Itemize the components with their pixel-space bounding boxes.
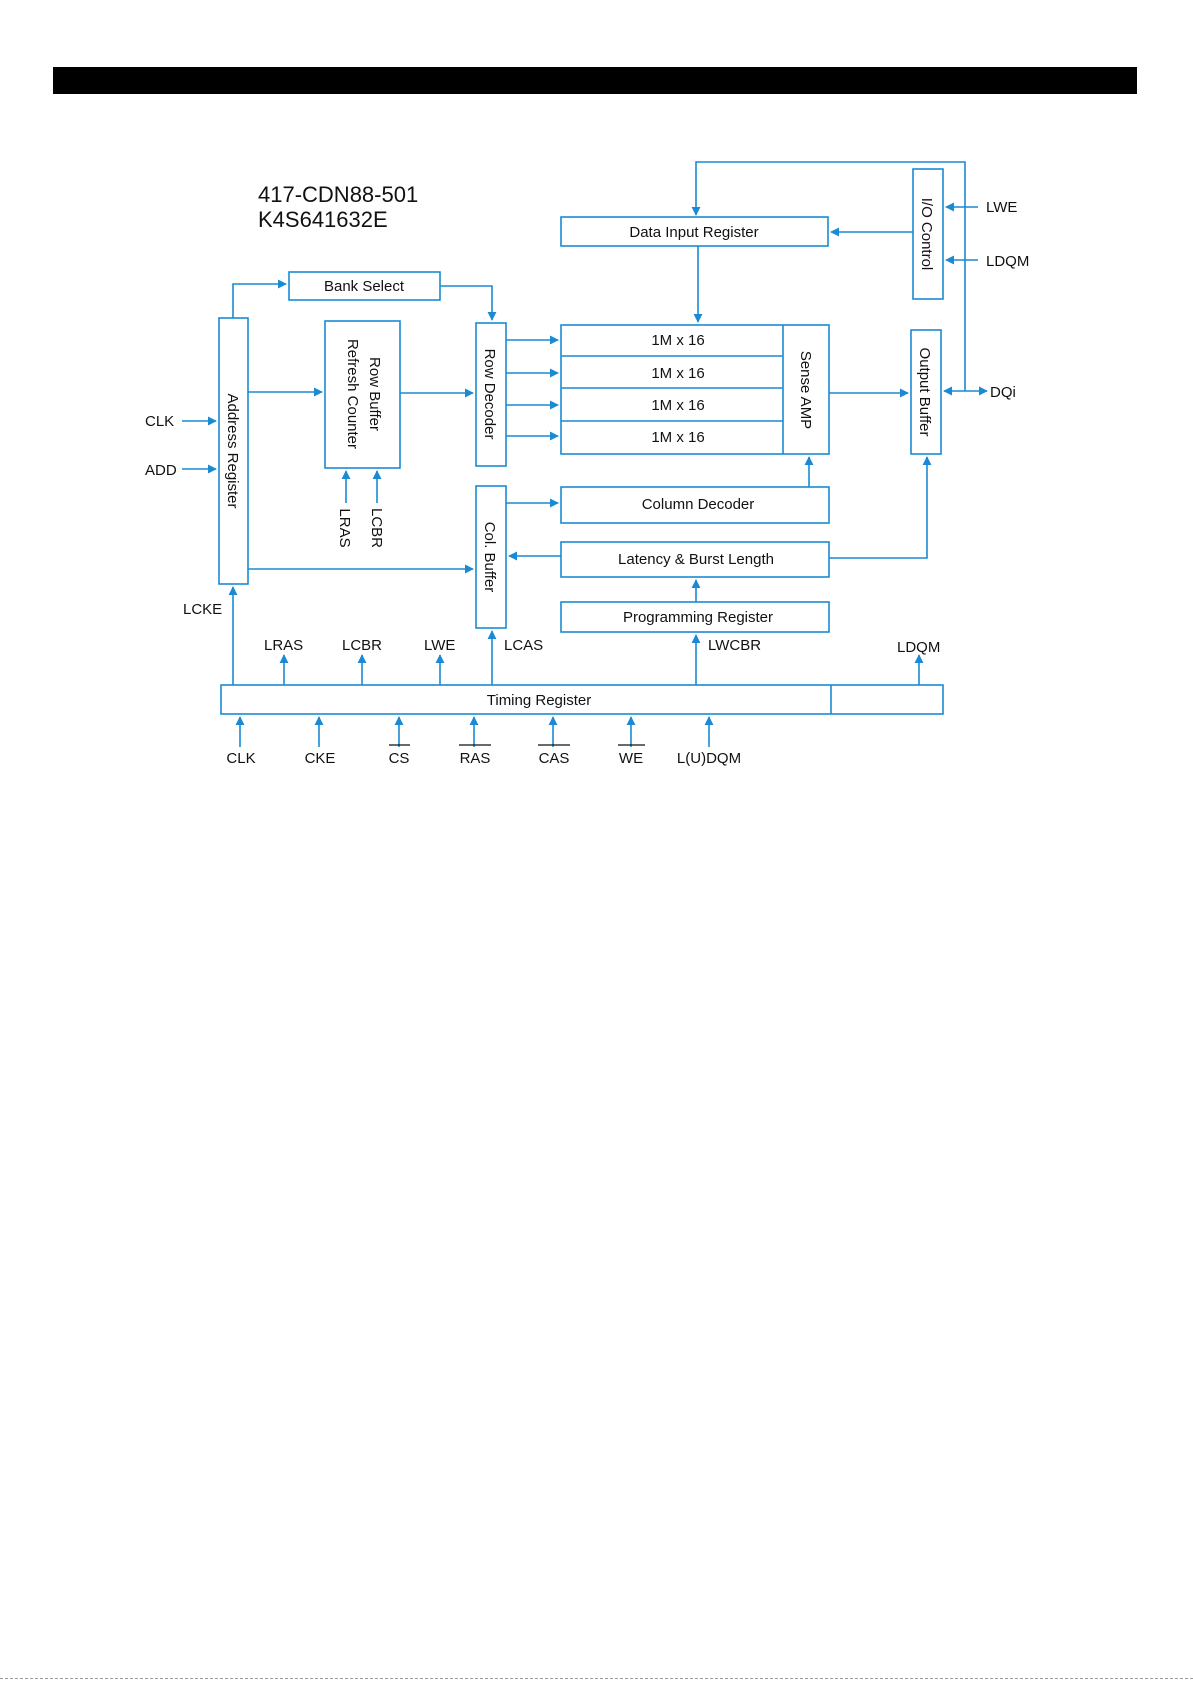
- ldqm-label: LDQM: [897, 639, 940, 656]
- lcas-label: LCAS: [504, 637, 543, 654]
- latency-to-outbuf-wire: [829, 456, 932, 559]
- timing-register-block: Timing Register: [220, 684, 944, 715]
- col-buffer-block: Col. Buffer: [475, 485, 507, 629]
- col-buffer-label: Col. Buffer: [481, 522, 498, 593]
- input-cs-label: CS: [389, 750, 410, 767]
- input-we-label: WE: [619, 750, 643, 767]
- programming-register-label: Programming Register: [623, 609, 773, 626]
- address-register-label: Address Register: [224, 393, 241, 508]
- lras-label: LRAS: [264, 637, 303, 654]
- input-cas-label: CAS: [539, 750, 570, 767]
- bank-array-label: 1M x 16: [651, 429, 704, 446]
- ldqm-io-label: LDQM: [986, 253, 1029, 270]
- lwe-label: LWE: [424, 637, 455, 654]
- addr-to-bank-wire: [232, 279, 287, 318]
- latency-burst-length-label: Latency & Burst Length: [618, 551, 774, 568]
- row-decoder-block: Row Decoder: [475, 322, 507, 467]
- sense-amp-label: Sense AMP: [797, 351, 814, 429]
- io-control-label: I/O Control: [918, 198, 935, 271]
- output-buffer-block: Output Buffer: [910, 329, 942, 455]
- lwe-io-label: LWE: [986, 199, 1017, 216]
- clk-addr-label: CLK: [145, 413, 174, 430]
- header-bar: [53, 67, 1137, 94]
- bank-select-block: Bank Select: [288, 271, 441, 301]
- bank-array-label: 1M x 16: [651, 365, 704, 382]
- memory-array-block: 1M x 16 1M x 16 1M x 16 1M x 16 Sense AM…: [560, 324, 830, 455]
- bank-to-rowdec-wire: [440, 285, 497, 321]
- programming-register-block: Programming Register: [560, 601, 830, 633]
- input-clk-label: CLK: [226, 750, 255, 767]
- latency-burst-length-block: Latency & Burst Length: [560, 541, 830, 578]
- refresh-counter-label: Refresh Counter: [344, 339, 361, 449]
- bank-select-label: Bank Select: [324, 278, 405, 295]
- io-control-block: I/O Control: [912, 168, 944, 300]
- lwcbr-label: LWCBR: [708, 637, 761, 654]
- input-ludqm-label: L(U)DQM: [677, 750, 741, 767]
- column-decoder-label: Column Decoder: [642, 496, 755, 513]
- dq-feedback-wire: [691, 161, 966, 391]
- row-buffer-label: Row Buffer: [366, 357, 383, 431]
- bottom-rule: [0, 1678, 1193, 1679]
- chip-name: K4S641632E: [258, 207, 388, 232]
- lras-rowbuf-label: LRAS: [336, 508, 353, 547]
- lcbr-label: LCBR: [342, 637, 382, 654]
- input-cke-label: CKE: [305, 750, 336, 767]
- data-input-register-block: Data Input Register: [560, 216, 829, 247]
- bank-array-label: 1M x 16: [651, 332, 704, 349]
- lcke-label: LCKE: [183, 601, 222, 618]
- row-buffer-refresh-counter-block: Row Buffer Refresh Counter: [324, 320, 401, 469]
- part-number: 417-CDN88-501: [258, 182, 418, 207]
- lcbr-rowbuf-label: LCBR: [368, 508, 385, 548]
- bank-array-label: 1M x 16: [651, 397, 704, 414]
- timing-register-label: Timing Register: [487, 692, 591, 709]
- input-ras-label: RAS: [460, 750, 491, 767]
- data-input-register-label: Data Input Register: [629, 224, 758, 241]
- column-decoder-block: Column Decoder: [560, 486, 830, 524]
- row-decoder-label: Row Decoder: [481, 349, 498, 440]
- dqi-label: DQi: [990, 384, 1016, 401]
- add-addr-label: ADD: [145, 462, 177, 479]
- output-buffer-label: Output Buffer: [916, 348, 933, 437]
- address-register-block: Address Register: [218, 317, 249, 585]
